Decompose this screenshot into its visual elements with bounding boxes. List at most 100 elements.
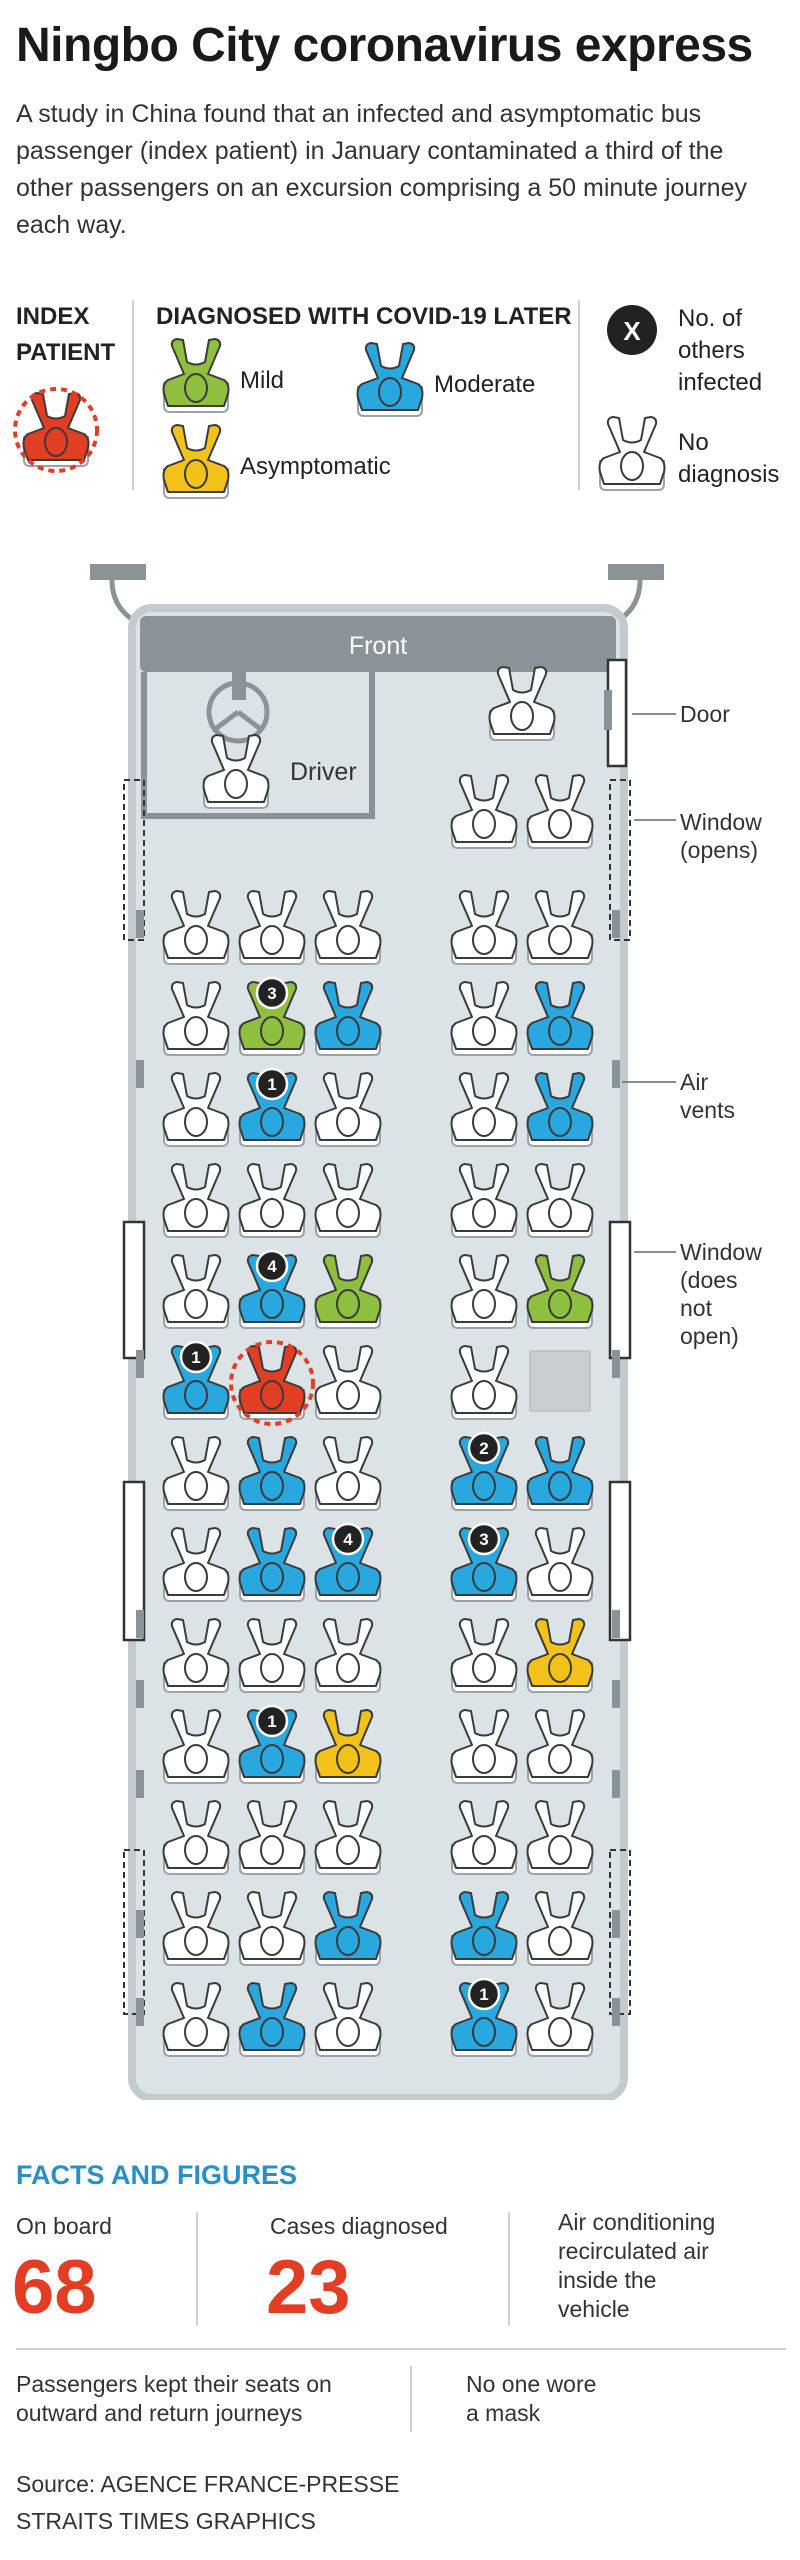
facts-row-divider (16, 2348, 786, 2350)
legend-asymptomatic-seat (162, 424, 230, 499)
passenger-head (472, 1289, 496, 1319)
legend-no-diagnosis-2: diagnosis (678, 461, 780, 488)
legend-index-label-2: PATIENT (16, 339, 116, 366)
seat-9-L2 (314, 1618, 382, 1693)
seat-4-L2 (314, 1163, 382, 1238)
vent-left-6 (136, 1770, 144, 1798)
seat-12-L1 (238, 1891, 306, 1966)
vent-right-5 (612, 1680, 620, 1708)
passenger-body (22, 392, 90, 461)
callout-air-vents-1: Air (680, 1069, 708, 1095)
legend-badge-symbol: X (623, 316, 641, 346)
seat-1-R1 (526, 890, 594, 965)
passenger-body (526, 1891, 594, 1960)
passenger-body (162, 1527, 230, 1596)
legend-moderate-seat (356, 342, 424, 417)
passenger-body (450, 1163, 518, 1232)
passenger-head (184, 1107, 208, 1137)
seat-5-R0 (450, 1254, 518, 1329)
passenger-body (238, 1345, 306, 1414)
legend-no-diagnosis-1: No (678, 429, 709, 456)
seat-12-L2 (314, 1891, 382, 1966)
air-vents (136, 910, 620, 2026)
passenger-head (472, 1471, 496, 1501)
passenger-head (184, 1835, 208, 1865)
passenger-body (526, 890, 594, 959)
passenger-head (472, 1653, 496, 1683)
seat-9-R1 (526, 1618, 594, 1693)
passenger-head (336, 1653, 360, 1683)
passenger-body (162, 981, 230, 1050)
passenger-body (450, 1254, 518, 1323)
seat-1-L2 (314, 890, 382, 965)
passenger-head (184, 1016, 208, 1046)
seat-row-4 (162, 1163, 594, 1238)
seat-11-R1 (526, 1800, 594, 1875)
passenger-body (314, 1709, 382, 1778)
badge-circle (255, 1249, 289, 1283)
passenger-body (526, 1618, 594, 1687)
badge-number: 1 (267, 1712, 276, 1731)
seat-10-L1 (238, 1709, 306, 1784)
passenger-body (238, 1982, 306, 2051)
passenger-head (184, 459, 208, 489)
door-hinge (604, 690, 612, 730)
passenger-head (548, 809, 572, 839)
passenger-body (450, 1800, 518, 1869)
passenger-head (260, 1835, 284, 1865)
steering-wheel-icon (206, 672, 270, 744)
badge-circle (255, 1067, 289, 1101)
seat-6-L2 (314, 1345, 382, 1420)
facts-heading: FACTS AND FIGURES (16, 2160, 298, 2190)
passenger-body (162, 1709, 230, 1778)
callout-window-fixed-2: (does (680, 1267, 738, 1293)
callout-air-vents-2: vents (680, 1097, 735, 1123)
badge-circle (467, 1522, 501, 1556)
badge-circle (255, 976, 289, 1010)
seat-8-R1 (526, 1527, 594, 1602)
passenger-head (472, 1107, 496, 1137)
legend-index-seat (13, 387, 99, 473)
passenger-body (162, 1800, 230, 1869)
passenger-head (184, 925, 208, 955)
passenger-body (238, 1072, 306, 1141)
passenger-body (162, 1618, 230, 1687)
infection-badge: 3 (467, 1522, 501, 1556)
seat-1-L1 (238, 890, 306, 965)
passenger-body (162, 1254, 230, 1323)
legend-divider-2 (578, 300, 580, 490)
vent-right-6 (612, 1770, 620, 1798)
passenger-body (238, 1891, 306, 1960)
seat-row-10: 1 (162, 1704, 594, 1784)
passenger-body (450, 774, 518, 843)
seat-5-L1 (238, 1254, 306, 1329)
passenger-head (260, 1653, 284, 1683)
passenger-head (184, 373, 208, 403)
passenger-body (314, 1072, 382, 1141)
infection-badge: 1 (467, 1977, 501, 2011)
seat-5-R1 (526, 1254, 594, 1329)
passenger-head (548, 1289, 572, 1319)
passenger-head (260, 1107, 284, 1137)
driver-seat (202, 734, 270, 809)
passenger-body (162, 424, 230, 493)
on-board-value: 68 (12, 2245, 97, 2330)
passenger-body (356, 342, 424, 411)
passenger-body (526, 1982, 594, 2051)
vent-right-7 (612, 1910, 620, 1938)
seat-8-R0 (450, 1527, 518, 1602)
passenger-head (336, 1016, 360, 1046)
seat-1-L0 (162, 890, 230, 965)
passenger-head (184, 1198, 208, 1228)
passenger-head (472, 809, 496, 839)
badge-number: 1 (191, 1348, 200, 1367)
legend-others-infected-1: No. of (678, 305, 743, 332)
badge-number: 3 (267, 984, 276, 1003)
window-fixed-right-1 (608, 1220, 632, 1360)
seat-3-L1 (238, 1072, 306, 1147)
aircon-line-2: recirculated air (558, 2238, 709, 2264)
passenger-head (260, 1744, 284, 1774)
callout-door: Door (680, 701, 730, 727)
passenger-body (450, 1072, 518, 1141)
seat-9-R0 (450, 1618, 518, 1693)
